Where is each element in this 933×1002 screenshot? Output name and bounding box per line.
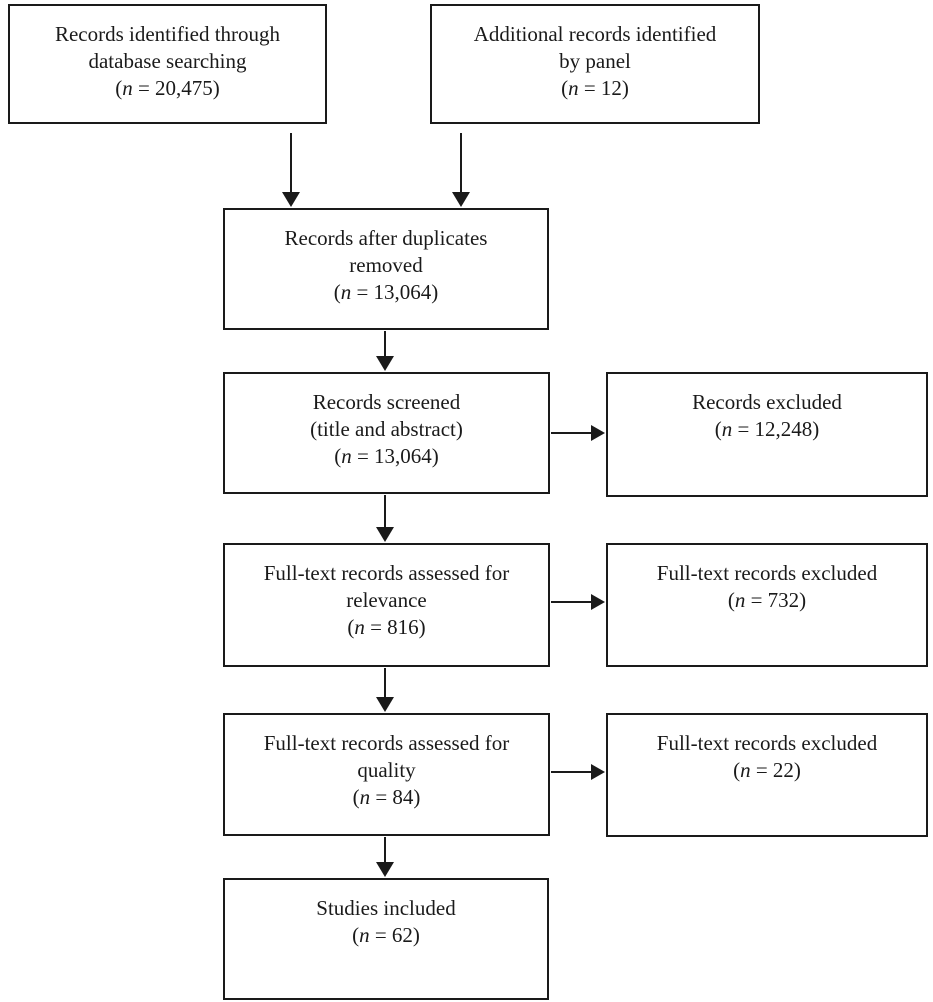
box-text-line: Records excluded <box>692 390 842 414</box>
count-n-symbol: n <box>721 417 733 441</box>
box-count-line: (n = 12,248) <box>608 416 926 443</box>
count-value: = 13,064) <box>351 280 439 304</box>
box-additional-records: Additional records identified by panel (… <box>430 4 760 124</box>
box-text-line: (title and abstract) <box>310 417 463 441</box>
count-open: ( <box>333 280 341 304</box>
count-n-symbol: n <box>122 76 133 100</box>
box-fulltext-relevance: Full-text records assessed for relevance… <box>223 543 550 667</box>
arrow-screened-to-relevance-shaft <box>384 495 386 527</box>
box-text-line: Records after duplicates <box>284 226 488 250</box>
count-open: ( <box>352 923 360 947</box>
count-open: ( <box>352 785 360 809</box>
box-studies-included: Studies included (n = 62) <box>223 878 549 1000</box>
box-text-line: Additional records identified <box>473 22 717 46</box>
count-n-symbol: n <box>734 588 746 612</box>
box-records-identified: Records identified through database sear… <box>8 4 327 124</box>
box-count-line: (n = 22) <box>608 757 926 784</box>
box-text-line: Studies included <box>316 896 456 920</box>
count-n-symbol: n <box>354 615 365 639</box>
box-count-line: (n = 816) <box>225 614 548 641</box>
box-duplicates-removed: Records after duplicates removed (n = 13… <box>223 208 549 330</box>
box-text-line: database searching <box>88 49 247 73</box>
count-value: = 12,248) <box>732 417 820 441</box>
box-text-line: Full-text records excluded <box>656 561 878 585</box>
box-count-line: (n = 13,064) <box>225 443 548 470</box>
box-count-line: (n = 84) <box>225 784 548 811</box>
count-open: ( <box>733 758 741 782</box>
box-fulltext-quality: Full-text records assessed for quality (… <box>223 713 550 836</box>
count-value: = 62) <box>369 923 420 947</box>
box-text-line: Full-text records assessed for <box>263 561 510 585</box>
count-open: ( <box>347 615 355 639</box>
box-count-line: (n = 13,064) <box>225 279 547 306</box>
count-value: = 22) <box>750 758 801 782</box>
box-text-line: Full-text records assessed for <box>263 731 510 755</box>
count-n-symbol: n <box>359 785 371 809</box>
count-open: ( <box>561 76 569 100</box>
count-open: ( <box>714 417 722 441</box>
box-text-line: quality <box>357 758 416 782</box>
count-value: = 84) <box>370 785 421 809</box>
box-text-line: by panel <box>559 49 631 73</box>
arrow-relevance-to-excluded-head <box>591 594 605 610</box>
box-count-line: (n = 732) <box>608 587 926 614</box>
arrow-screened-to-relevance-head <box>376 527 394 542</box>
count-value: = 12) <box>578 76 629 100</box>
arrow-quality-to-included-shaft <box>384 837 386 862</box>
box-records-screened: Records screened (title and abstract) (n… <box>223 372 550 494</box>
arrow-screened-to-excluded-shaft <box>551 432 591 434</box>
arrow-quality-to-excluded-head <box>591 764 605 780</box>
count-n-symbol: n <box>341 444 352 468</box>
count-n-symbol: n <box>740 758 751 782</box>
count-value: = 13,064) <box>351 444 439 468</box>
arrow-quality-to-included-head <box>376 862 394 877</box>
arrow-quality-to-excluded-shaft <box>551 771 591 773</box>
box-count-line: (n = 20,475) <box>10 75 325 102</box>
arrow-additional-to-duplicates-shaft <box>460 133 462 192</box>
arrow-relevance-to-excluded-shaft <box>551 601 591 603</box>
count-open: ( <box>727 588 735 612</box>
count-n-symbol: n <box>359 923 370 947</box>
box-text-line: Records identified through <box>54 22 281 46</box>
arrow-relevance-to-quality-shaft <box>384 668 386 697</box>
arrow-duplicates-to-screened-shaft <box>384 331 386 356</box>
arrow-duplicates-to-screened-head <box>376 356 394 371</box>
arrow-identified-to-duplicates-shaft <box>290 133 292 192</box>
arrow-identified-to-duplicates-head <box>282 192 300 207</box>
count-open: ( <box>334 444 342 468</box>
arrow-screened-to-excluded-head <box>591 425 605 441</box>
box-count-line: (n = 12) <box>432 75 758 102</box>
box-text-line: removed <box>349 253 423 277</box>
box-fulltext-excluded-relevance: Full-text records excluded (n = 732) <box>606 543 928 667</box>
count-value: = 20,475) <box>132 76 220 100</box>
box-text-line: Full-text records excluded <box>656 731 878 755</box>
arrow-additional-to-duplicates-head <box>452 192 470 207</box>
box-fulltext-excluded-quality: Full-text records excluded (n = 22) <box>606 713 928 837</box>
count-value: = 732) <box>745 588 807 612</box>
arrow-relevance-to-quality-head <box>376 697 394 712</box>
box-records-excluded: Records excluded (n = 12,248) <box>606 372 928 497</box>
count-open: ( <box>115 76 123 100</box>
count-n-symbol: n <box>340 280 352 304</box>
box-text-line: relevance <box>346 588 427 612</box>
count-n-symbol: n <box>568 76 579 100</box>
box-text-line: Records screened <box>312 390 461 414</box>
count-value: = 816) <box>364 615 426 639</box>
box-count-line: (n = 62) <box>225 922 547 949</box>
